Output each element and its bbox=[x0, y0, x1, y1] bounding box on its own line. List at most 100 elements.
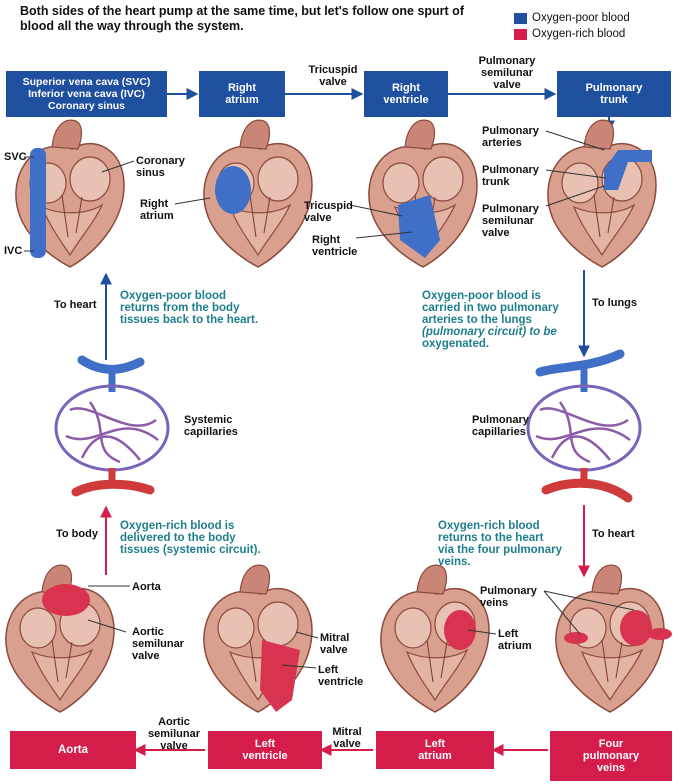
description-pulmonary-circuit: Oxygen-poor blood is carried in two pulm… bbox=[422, 290, 559, 350]
aortic-semilunar-valve-label: Aortic semilunar valve bbox=[132, 626, 184, 662]
label-line: trunk bbox=[482, 176, 510, 188]
label-line: valve bbox=[482, 227, 510, 239]
box-line: ventricle bbox=[242, 750, 288, 762]
label-line: Pulmonary bbox=[478, 55, 536, 67]
label-line: atrium bbox=[140, 210, 174, 222]
label-line: Pulmonary bbox=[482, 125, 539, 137]
left-atrium-highlight bbox=[444, 610, 476, 650]
right-atrium-label: Right atrium bbox=[140, 198, 174, 222]
box-line: Inferior vena cava (IVC) bbox=[28, 88, 145, 100]
label-line: Left bbox=[498, 628, 519, 640]
heart-illustration bbox=[547, 119, 657, 268]
right-ventricle-label: Right ventricle bbox=[312, 234, 357, 258]
label-line: Coronary bbox=[136, 155, 185, 167]
label-line: Aortic bbox=[132, 626, 164, 638]
description-line: carried in two pulmonary bbox=[422, 302, 559, 314]
pulmonary-veins-label: Pulmonary veins bbox=[480, 585, 537, 609]
box-line: trunk bbox=[600, 94, 628, 106]
left-ventricle-label: Left ventricle bbox=[318, 664, 363, 688]
description-line: returns from the body bbox=[120, 302, 240, 314]
pulmonary-trunk-label: Pulmonary trunk bbox=[482, 164, 539, 188]
box-line: atrium bbox=[418, 750, 452, 762]
tricuspid-valve-label: Tricuspid valve bbox=[304, 200, 353, 224]
legend-label: Oxygen-rich blood bbox=[532, 28, 626, 40]
pulmonary-arteries-label: Pulmonary arteries bbox=[482, 125, 539, 149]
box-line: Right bbox=[227, 82, 257, 94]
label-line: Left bbox=[318, 664, 339, 676]
label-line: Systemic bbox=[184, 414, 233, 426]
systemic-capillaries-label: Systemic capillaries bbox=[184, 414, 238, 438]
to-heart-label-left: To heart bbox=[54, 299, 97, 311]
right-ventricle-highlight bbox=[398, 195, 440, 258]
description-line: Oxygen-rich blood bbox=[438, 520, 540, 532]
description-line: returns to the heart bbox=[438, 532, 544, 544]
aorta-box: Aorta bbox=[10, 731, 136, 769]
left-atrium-box: Left atrium bbox=[376, 731, 494, 769]
pulmonary-trunk-highlight bbox=[604, 150, 652, 190]
box-line: Coronary sinus bbox=[47, 100, 126, 112]
pulmonary-vein-highlight bbox=[564, 632, 588, 644]
box-line: atrium bbox=[225, 94, 259, 106]
pulmonary-capillary-bed bbox=[526, 349, 642, 503]
label-line: Tricuspid bbox=[308, 64, 358, 76]
legend-oxygen-poor: Oxygen-poor blood bbox=[514, 12, 630, 24]
to-body-label: To body bbox=[56, 528, 98, 540]
box-line: Four bbox=[598, 738, 624, 750]
box-line: Left bbox=[254, 738, 276, 750]
to-heart-label-right: To heart bbox=[592, 528, 635, 540]
description-line: (pulmonary circuit) to be bbox=[422, 326, 557, 338]
right-atrium-highlight bbox=[215, 166, 251, 214]
to-lungs-label: To lungs bbox=[592, 297, 638, 309]
label-line: semilunar bbox=[148, 728, 200, 740]
right-atrium-box: Right atrium bbox=[199, 71, 285, 117]
legend-swatch-blue bbox=[514, 12, 527, 24]
description-oxygen-poor-return: Oxygen-poor blood returns from the body … bbox=[120, 290, 258, 326]
description-line: arteries to the lungs bbox=[422, 314, 532, 326]
description-line: Oxygen-poor blood is bbox=[422, 290, 541, 302]
label-line: valve bbox=[320, 644, 348, 656]
label-line: semilunar bbox=[481, 67, 533, 79]
label-line: veins bbox=[480, 597, 509, 609]
aorta-highlight bbox=[42, 584, 90, 616]
pulmonary-vein-highlight bbox=[648, 628, 672, 640]
description-pulmonary-return: Oxygen-rich blood returns to the heart v… bbox=[438, 520, 562, 568]
label-line: capillaries bbox=[184, 426, 238, 438]
label-line: valve bbox=[160, 740, 188, 752]
label-line: valve bbox=[132, 650, 160, 662]
description-line: veins. bbox=[438, 556, 471, 568]
label-line: semilunar bbox=[132, 638, 184, 650]
aorta-label: Aorta bbox=[132, 581, 161, 593]
description-line: via the four pulmonary bbox=[438, 544, 562, 556]
four-pulmonary-veins-box: Four pulmonary veins bbox=[550, 731, 672, 781]
ivc-label: IVC bbox=[4, 245, 23, 257]
aortic-semilunar-valve-flow-label: Aortic semilunar valve bbox=[142, 716, 206, 752]
heart-illustration bbox=[203, 564, 313, 713]
label-line: valve bbox=[333, 738, 361, 750]
description-line: delivered to the body bbox=[120, 532, 236, 544]
left-atrium-label: Left atrium bbox=[498, 628, 532, 652]
label-line: Pulmonary bbox=[482, 203, 539, 215]
label-line: Mitral bbox=[332, 726, 362, 738]
label-line: atrium bbox=[498, 640, 532, 652]
label-line: semilunar bbox=[482, 215, 534, 227]
box-line: Left bbox=[424, 738, 446, 750]
label-line: valve bbox=[493, 79, 521, 91]
left-atrium-highlight bbox=[620, 610, 652, 646]
box-line: Superior vena cava (SVC) bbox=[22, 76, 151, 88]
pulmonary-semilunar-valve-flow-label: Pulmonary semilunar valve bbox=[472, 55, 542, 91]
pulmonary-trunk-box: Pulmonary trunk bbox=[557, 71, 671, 117]
description-line: Oxygen-rich blood is bbox=[120, 520, 235, 532]
box-line: Aorta bbox=[57, 744, 89, 756]
label-line: valve bbox=[319, 76, 347, 88]
label-line: ventricle bbox=[312, 246, 358, 258]
tricuspid-valve-flow-label: Tricuspid valve bbox=[303, 64, 363, 88]
box-line: ventricle bbox=[383, 94, 429, 106]
pulmonary-capillaries-label: Pulmonary capillaries bbox=[472, 414, 529, 438]
right-ventricle-box: Right ventricle bbox=[364, 71, 448, 117]
label-line: Aortic bbox=[158, 716, 190, 728]
label-line: sinus bbox=[136, 167, 165, 179]
label-line: Tricuspid bbox=[304, 200, 353, 212]
left-ventricle-box: Left ventricle bbox=[208, 731, 322, 769]
mitral-valve-flow-label: Mitral valve bbox=[325, 726, 369, 750]
